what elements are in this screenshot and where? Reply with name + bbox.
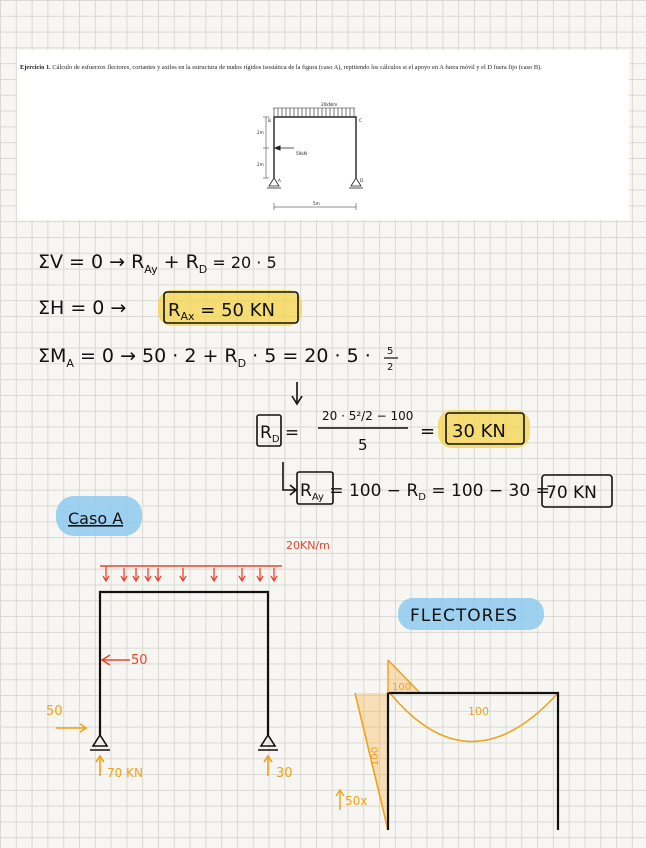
eq-rd-eq2: =: [420, 421, 435, 442]
printed-node-a: A: [278, 178, 281, 183]
highlight-flectores: [398, 598, 544, 630]
case-a-force-base: [56, 723, 88, 733]
box-ray-val: [541, 474, 613, 508]
flectores-title: FLECTORES: [410, 606, 518, 626]
printed-node-d: D: [360, 178, 363, 183]
highlight-caso-a: [56, 496, 142, 536]
moment-span-label: 100: [468, 705, 489, 718]
box-rax: [163, 291, 299, 324]
exercise-text: Cálculo de esfuerzos flectores, cortante…: [52, 64, 542, 71]
printed-span-label: 5m: [313, 201, 320, 206]
case-a-reaction-d-label: 30: [276, 766, 293, 781]
case-a-reaction-a: [95, 754, 105, 776]
printed-h2-label: 2m: [257, 162, 264, 167]
case-a-load-arrows: [102, 566, 278, 583]
highlight-rd: [438, 410, 530, 448]
exercise-printout: Ejercicio 1. Cálculo de esfuerzos flecto…: [17, 50, 629, 220]
case-a-reaction-a-label: 70 KN: [107, 766, 143, 780]
case-a-load-label: 20KN/m: [286, 539, 330, 552]
eq-rd-num: 20 · 5²/2 − 100: [322, 409, 413, 423]
eq-rax: RAx = 50 KN: [168, 300, 275, 323]
printed-distributed-load: [273, 107, 355, 116]
bending-moment-diagram: [335, 659, 560, 831]
eq-sum-m: ΣMA = 0 → 50 · 2 + RD · 5 = 20 · 5 ·: [38, 345, 371, 370]
printed-frame-figure: [263, 107, 363, 210]
eq-rd-den: 5: [358, 436, 368, 454]
printed-support-a: [268, 177, 280, 187]
case-a-force-label: 50: [131, 653, 148, 668]
highlight-rax: [158, 290, 302, 326]
moment-base-label: 50x: [345, 794, 367, 808]
printed-load-label: 20kN/m: [321, 102, 337, 107]
box-rd: [256, 414, 282, 447]
box-rd-val: [445, 412, 525, 445]
printed-frame: [273, 116, 357, 178]
box-ray: [296, 471, 334, 505]
printed-node-b: B: [268, 118, 271, 123]
printed-node-c: C: [359, 118, 362, 123]
exercise-statement: Ejercicio 1. Cálculo de esfuerzos flecto…: [20, 59, 620, 76]
moment-base-arrow: [335, 788, 345, 810]
eq-ray-val: 70 KN: [546, 483, 597, 503]
arrow-down-rd: [291, 382, 303, 406]
exercise-label: Ejercicio 1.: [20, 64, 51, 71]
case-a-frame: [98, 590, 270, 735]
eq-rd-val: 30 KN: [452, 421, 506, 442]
printed-h1-label: 2m: [257, 130, 264, 135]
case-a-force-50: [100, 654, 130, 666]
moment-corner-label: 100: [392, 682, 411, 693]
eq-frac-den: 2: [387, 362, 393, 373]
case-a-support-a: [90, 733, 110, 751]
case-a-drawing: [56, 565, 282, 776]
case-a-support-d: [258, 733, 278, 751]
arrow-l-ray: [282, 462, 298, 496]
eq-frac-num: 5: [387, 346, 393, 357]
caso-a-title: Caso A: [68, 509, 123, 528]
printed-support-d: [350, 177, 362, 187]
moment-parabola: [389, 692, 559, 743]
case-a-base-force-label: 50: [46, 704, 63, 719]
eq-ray: RAy = 100 − RD = 100 − 30 =: [300, 481, 550, 503]
eq-rd: RD =: [260, 423, 299, 445]
moment-vert-label: 100: [370, 747, 381, 766]
case-a-reaction-d: [263, 754, 273, 776]
moment-frame: [386, 691, 560, 830]
eq-sum-h: ΣH = 0 →: [38, 297, 126, 319]
eq-sum-v: ΣV = 0 → RAy + RD = 20 · 5: [38, 251, 277, 276]
printed-force-label: 50kN: [296, 151, 307, 156]
